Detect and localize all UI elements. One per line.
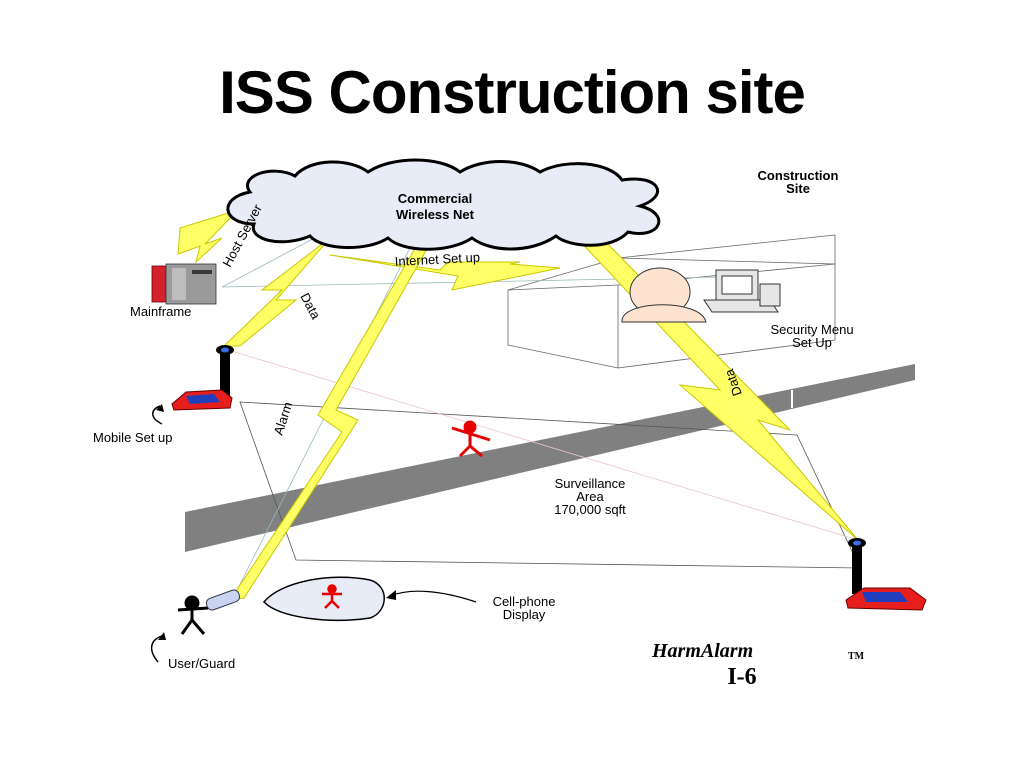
cellphone-label-line2: Display bbox=[503, 607, 546, 622]
cloud-label-line2: Wireless Net bbox=[396, 207, 475, 222]
lightning-internet bbox=[329, 254, 561, 291]
cellphone-pointer bbox=[389, 590, 477, 603]
mobile-setup-pointer bbox=[152, 405, 163, 425]
data-left-label: Data bbox=[297, 290, 323, 322]
mobile-setup-label: Mobile Set up bbox=[93, 430, 173, 445]
brand-trademark: TM bbox=[848, 651, 865, 662]
intruder-icon bbox=[451, 420, 491, 458]
cellphone-label-line1: Cell-phone bbox=[493, 594, 556, 609]
construction-site-label-line2: Site bbox=[786, 181, 810, 196]
internet-setup-label: Internet Set up bbox=[394, 250, 480, 269]
surveillance-label-line1: Surveillance bbox=[555, 476, 626, 491]
cloud: Commercial Wireless Net bbox=[226, 158, 661, 251]
mobile-unit-right-icon bbox=[845, 538, 927, 611]
brand-name: HarmAlarm bbox=[651, 640, 753, 662]
mainframe-icon bbox=[151, 263, 217, 305]
cellphone-display-icon bbox=[262, 576, 385, 622]
security-menu-label-line1: Security Menu bbox=[770, 322, 853, 337]
user-guard-arrowhead bbox=[158, 632, 166, 640]
lightning-data-left bbox=[222, 237, 331, 347]
user-guard-label: User/Guard bbox=[168, 656, 235, 671]
surveillance-label-line2: Area bbox=[576, 489, 604, 504]
alarm-label: Alarm bbox=[271, 400, 296, 437]
user-guard-pointer bbox=[150, 635, 163, 663]
lightning-alarm bbox=[228, 239, 433, 601]
construction-site-building bbox=[507, 234, 836, 369]
lightning-data-right bbox=[573, 235, 859, 541]
page-title: ISS Construction site bbox=[219, 59, 806, 126]
mainframe-label: Mainframe bbox=[130, 304, 191, 319]
cloud-label-line1: Commercial bbox=[398, 191, 472, 206]
computer-icon bbox=[703, 269, 781, 313]
surveillance-label-line3: 170,000 sqft bbox=[554, 502, 626, 517]
cellphone-arrowhead bbox=[386, 590, 396, 600]
brand-model: I-6 bbox=[727, 664, 756, 690]
user-guard-icon bbox=[177, 595, 209, 635]
security-menu-label-line2: Set Up bbox=[792, 335, 832, 350]
mobile-setup-arrowhead bbox=[156, 404, 164, 412]
lightning-bolts bbox=[177, 209, 859, 601]
construction-site-label-line1: Construction bbox=[758, 168, 839, 183]
security-operator-icon bbox=[621, 267, 707, 323]
cellphone-icon bbox=[205, 589, 241, 611]
mobile-unit-left-icon bbox=[171, 345, 234, 411]
